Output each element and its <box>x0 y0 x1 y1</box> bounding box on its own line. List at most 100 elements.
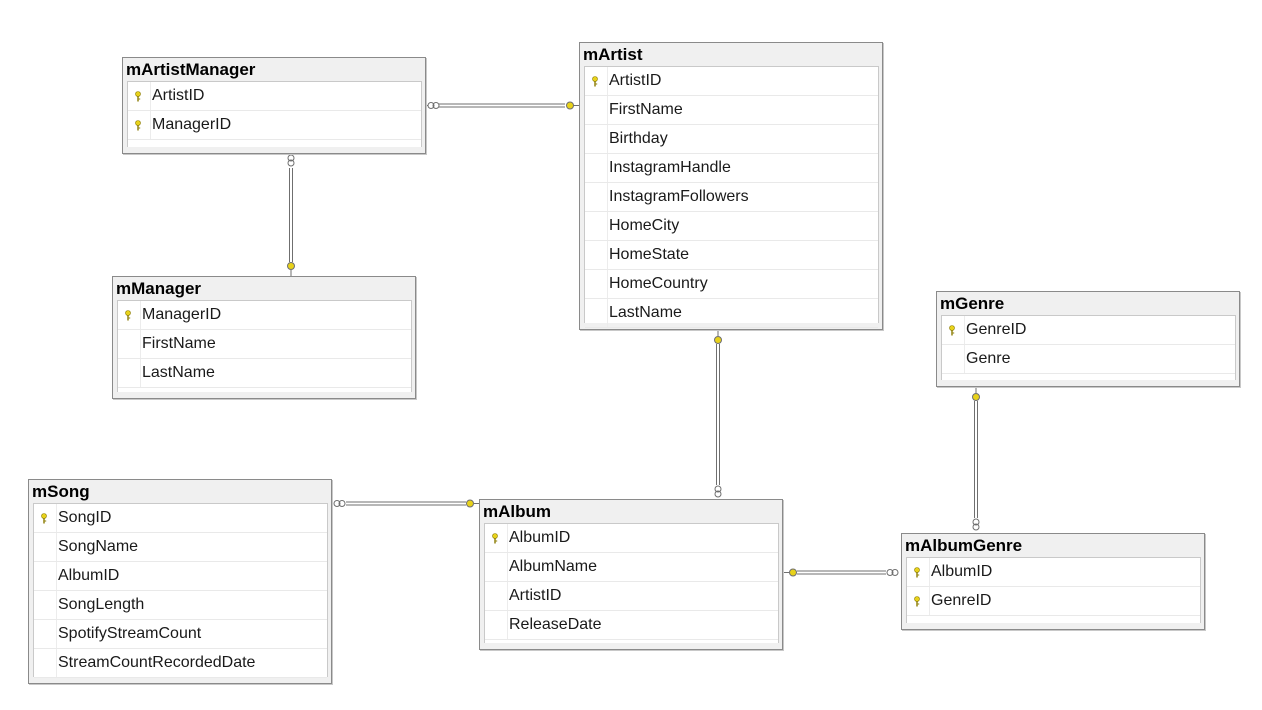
column-row[interactable]: InstagramFollowers <box>585 183 878 212</box>
row-selector <box>118 330 141 358</box>
column-row[interactable]: SongLength <box>34 591 327 620</box>
column-row[interactable]: FirstName <box>585 96 878 125</box>
key-icon <box>492 533 498 544</box>
table-title[interactable]: mManager <box>116 279 202 298</box>
column-name: HomeCity <box>609 217 680 234</box>
column-name: InstagramHandle <box>609 159 731 176</box>
table-title[interactable]: mSong <box>32 482 90 501</box>
column-name: HomeState <box>609 246 690 263</box>
table-mgenre[interactable]: mGenre GenreID Genre <box>936 291 1240 387</box>
column-row[interactable]: HomeCity <box>585 212 878 241</box>
column-row[interactable]: GenreID <box>942 316 1235 345</box>
row-selector <box>942 345 965 373</box>
column-name: SongLength <box>58 596 145 613</box>
row-selector <box>34 504 57 532</box>
column-name: AlbumID <box>931 563 993 580</box>
column-row[interactable]: FirstName <box>118 330 411 359</box>
column-name: HomeCountry <box>609 275 708 292</box>
key-icon <box>41 513 47 524</box>
key-icon <box>914 596 920 607</box>
table-title[interactable]: mGenre <box>940 294 1005 313</box>
key-icon <box>125 310 131 321</box>
column-row[interactable]: HomeState <box>585 241 878 270</box>
column-row[interactable]: LastName <box>585 299 878 328</box>
column-row[interactable]: StreamCountRecordedDate <box>34 649 327 678</box>
column-row[interactable]: SongID <box>34 504 327 533</box>
column-name: InstagramFollowers <box>609 188 749 205</box>
row-selector <box>34 620 57 648</box>
column-row[interactable]: SpotifyStreamCount <box>34 620 327 649</box>
key-icon <box>949 325 955 336</box>
column-row[interactable]: InstagramHandle <box>585 154 878 183</box>
row-selector <box>585 154 608 182</box>
row-selector <box>128 82 151 110</box>
column-row[interactable]: ArtistID <box>485 582 778 611</box>
column-name: LastName <box>609 304 682 321</box>
column-row[interactable]: LastName <box>118 359 411 388</box>
column-row[interactable]: ArtistID <box>128 82 421 111</box>
column-row[interactable]: ArtistID <box>585 67 878 96</box>
column-name: GenreID <box>966 321 1027 338</box>
column-name: ArtistID <box>509 587 562 604</box>
row-selector <box>907 558 930 586</box>
column-row[interactable]: Birthday <box>585 125 878 154</box>
column-name: Genre <box>966 350 1011 367</box>
relationship-albumgenre-album <box>783 568 899 577</box>
row-selector <box>585 212 608 240</box>
column-name: FirstName <box>609 101 683 118</box>
table-malbumgenre[interactable]: mAlbumGenre AlbumID GenreID <box>901 533 1205 630</box>
row-selector <box>34 533 57 561</box>
column-name: FirstName <box>142 335 216 352</box>
column-name: ManagerID <box>142 306 222 323</box>
relationship-artistmanager-artist <box>426 101 579 110</box>
row-selector <box>585 241 608 269</box>
column-row[interactable]: Genre <box>942 345 1235 374</box>
table-title[interactable]: mArtistManager <box>126 60 256 79</box>
column-name: Birthday <box>609 130 668 147</box>
column-name: SongName <box>58 538 139 555</box>
column-row[interactable]: AlbumID <box>485 524 778 553</box>
column-row[interactable]: ReleaseDate <box>485 611 778 640</box>
column-row[interactable]: AlbumID <box>34 562 327 591</box>
column-name: AlbumID <box>509 529 571 546</box>
table-martistmanager[interactable]: mArtistManager ArtistID ManagerID <box>122 57 426 154</box>
row-selector <box>485 611 508 639</box>
row-selector <box>907 587 930 615</box>
column-row[interactable]: AlbumID <box>907 558 1200 587</box>
table-title[interactable]: mArtist <box>583 45 643 64</box>
table-title[interactable]: mAlbumGenre <box>905 536 1023 555</box>
key-icon <box>135 120 141 131</box>
key-icon <box>135 91 141 102</box>
column-list: GenreID Genre <box>941 315 1236 380</box>
column-name: GenreID <box>931 592 992 609</box>
row-selector <box>485 553 508 581</box>
column-name: AlbumName <box>509 558 598 575</box>
relationship-artistmanager-manager <box>287 154 295 276</box>
column-list: AlbumID GenreID <box>906 557 1201 623</box>
key-icon <box>914 567 920 578</box>
row-selector <box>34 591 57 619</box>
column-list: ArtistID ManagerID <box>127 81 422 147</box>
column-row[interactable]: ManagerID <box>118 301 411 330</box>
column-row[interactable]: ManagerID <box>128 111 421 140</box>
column-row[interactable]: GenreID <box>907 587 1200 616</box>
column-name: AlbumID <box>58 567 120 584</box>
column-name: ArtistID <box>152 87 205 104</box>
row-selector <box>585 183 608 211</box>
column-row[interactable]: AlbumName <box>485 553 778 582</box>
column-name: ManagerID <box>152 116 232 133</box>
table-title[interactable]: mAlbum <box>483 502 551 521</box>
relationship-albumgenre-genre <box>972 387 980 531</box>
column-row[interactable]: SongName <box>34 533 327 562</box>
row-selector <box>585 125 608 153</box>
column-row[interactable]: HomeCountry <box>585 270 878 299</box>
column-name: StreamCountRecordedDate <box>58 654 256 671</box>
row-selector <box>118 301 141 329</box>
